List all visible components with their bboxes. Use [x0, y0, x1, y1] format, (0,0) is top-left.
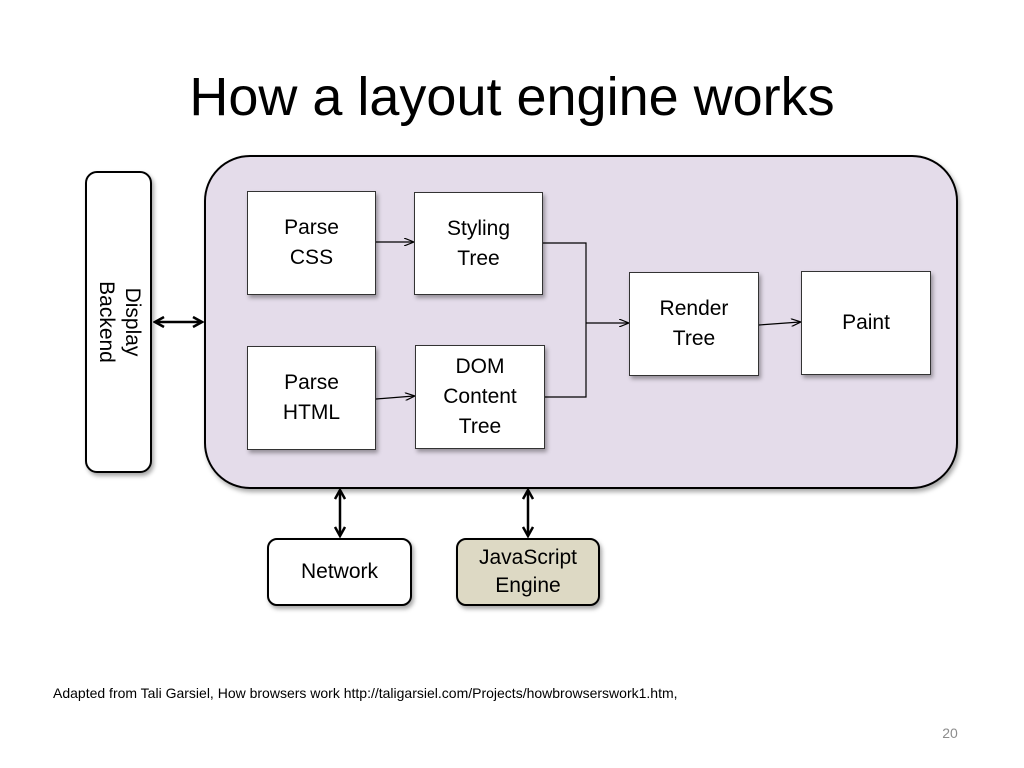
parse-css-label: Parse CSS: [284, 216, 339, 269]
paint-label: Paint: [842, 311, 890, 334]
network-label: Network: [300, 560, 379, 583]
slide-title: How a layout engine works: [189, 67, 835, 127]
display-backend-box: Display Backend: [85, 171, 152, 473]
javascript-engine-label: JavaScript Engine: [478, 546, 578, 597]
page-number: 20: [942, 725, 958, 741]
network-box: Network: [267, 538, 412, 606]
display-backend-label: Display Backend: [93, 281, 145, 363]
render-tree-box: Render Tree: [629, 272, 759, 376]
dom-content-tree-label: DOM Content Tree: [443, 355, 517, 438]
parse-html-label: Parse HTML: [282, 371, 341, 424]
javascript-engine-box: JavaScript Engine: [456, 538, 600, 606]
paint-box: Paint: [801, 271, 931, 375]
parse-css-box: Parse CSS: [247, 191, 376, 295]
styling-tree-box: Styling Tree: [414, 192, 543, 295]
styling-tree-label: Styling Tree: [446, 216, 511, 270]
parse-html-box: Parse HTML: [247, 346, 376, 450]
citation-text: Adapted from Tali Garsiel, How browsers …: [53, 685, 678, 701]
display-backend-text: Display Backend: [94, 281, 144, 363]
render-tree-label: Render Tree: [659, 297, 729, 350]
dom-content-tree-box: DOM Content Tree: [415, 345, 545, 449]
